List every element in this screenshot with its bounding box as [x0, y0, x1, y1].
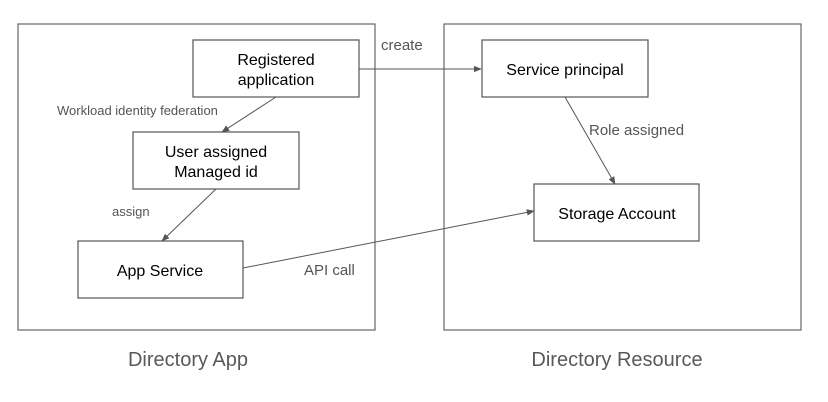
- node-box: [481, 39, 649, 98]
- node-label-line: Service principal: [506, 62, 623, 79]
- edge-assign: [161, 188, 217, 242]
- region-label-directory-resource: Directory Resource: [531, 349, 702, 371]
- node-label-line: Storage Account: [558, 206, 676, 223]
- node-user-assigned-managed-id: User assigned Managed id: [132, 131, 300, 190]
- edge-label-create: create: [381, 37, 423, 54]
- node-box: [533, 183, 700, 242]
- node-label-line: application: [238, 72, 315, 89]
- node-label-line: User assigned: [165, 144, 267, 161]
- edge-label-assign: assign: [112, 204, 150, 219]
- edge-federation: [221, 96, 277, 133]
- edge-api-call: [242, 209, 535, 269]
- edge-label-federation: Workload identity federation: [57, 103, 218, 118]
- node-app-service: App Service: [77, 240, 244, 299]
- node-box: [192, 39, 360, 98]
- node-label-line: Registered: [237, 52, 314, 69]
- region-directory-resource: [443, 23, 802, 331]
- node-label-line: App Service: [117, 263, 203, 280]
- node-service-principal: Service principal: [481, 39, 649, 98]
- region-directory-app: [17, 23, 376, 331]
- region-label-directory-app: Directory App: [128, 349, 248, 371]
- node-storage-account: Storage Account: [533, 183, 700, 242]
- node-box: [132, 131, 300, 190]
- edge-label-role-assigned: Role assigned: [589, 122, 684, 139]
- edge-label-api-call: API call: [304, 262, 355, 279]
- edge-role-assigned: [564, 96, 616, 185]
- node-label-line: Managed id: [174, 164, 258, 181]
- node-registered-application: Registered application: [192, 39, 360, 98]
- node-box: [77, 240, 244, 299]
